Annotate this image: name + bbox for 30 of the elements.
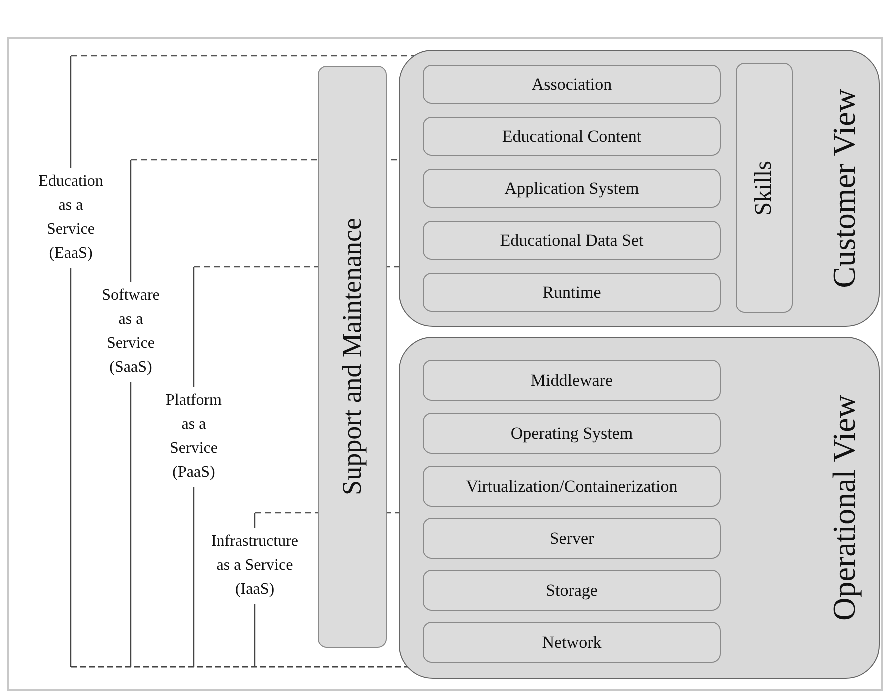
layer-box [423,413,721,454]
layer-label: Storage [546,580,598,600]
layer-label: Network [542,632,602,652]
layer-box [423,65,721,104]
layer-label: Association [532,74,612,94]
vertical-bar [318,66,387,648]
layer-label: Middleware [530,370,614,390]
layer-box [423,466,721,507]
bar-label: Skills [751,160,778,216]
layer-box [423,117,721,156]
layer-label: Virtualization/Containerization [466,476,678,496]
layer-box [423,273,721,312]
layer-label: Educational Data Set [500,230,644,250]
layer-label: Runtime [542,282,602,302]
layer-box [423,570,721,611]
layer-box [423,622,721,663]
layer-box [423,169,721,208]
layer-label: Educational Content [502,126,642,146]
view-title: Operational View [826,395,862,621]
layer-label: Server [550,528,594,548]
layer-box [423,221,721,260]
view-panel [399,50,880,327]
layer-label: Operating System [510,424,634,444]
view-panel [399,337,880,679]
layer-label: Application System [504,178,640,198]
vertical-bar [736,63,793,313]
bar-label: Support and Maintenance [337,218,368,496]
view-title: Customer View [826,88,862,288]
layer-box [423,518,721,559]
layer-box [423,360,721,401]
